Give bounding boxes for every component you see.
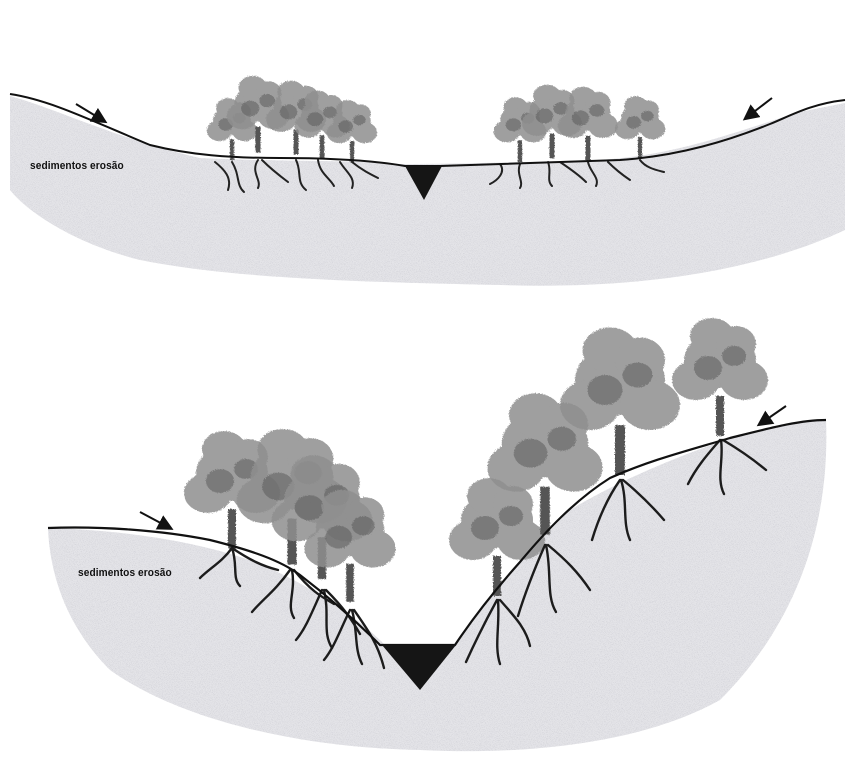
bottom-right-runoff-arrow-icon bbox=[760, 406, 786, 424]
bottom-panel bbox=[48, 318, 826, 751]
top-panel bbox=[10, 76, 845, 286]
bottom-left-runoff-arrow-icon bbox=[140, 512, 170, 528]
top-right-tree-group bbox=[494, 85, 666, 162]
top-left-runoff-arrow-icon bbox=[76, 104, 104, 121]
top-right-runoff-arrow-icon bbox=[746, 98, 772, 118]
top-sediment-erosion-label: sedimentos erosão bbox=[30, 160, 124, 172]
top-left-tree-group bbox=[207, 76, 377, 162]
bottom-sediment-erosion-label: sedimentos erosão bbox=[78, 567, 172, 579]
